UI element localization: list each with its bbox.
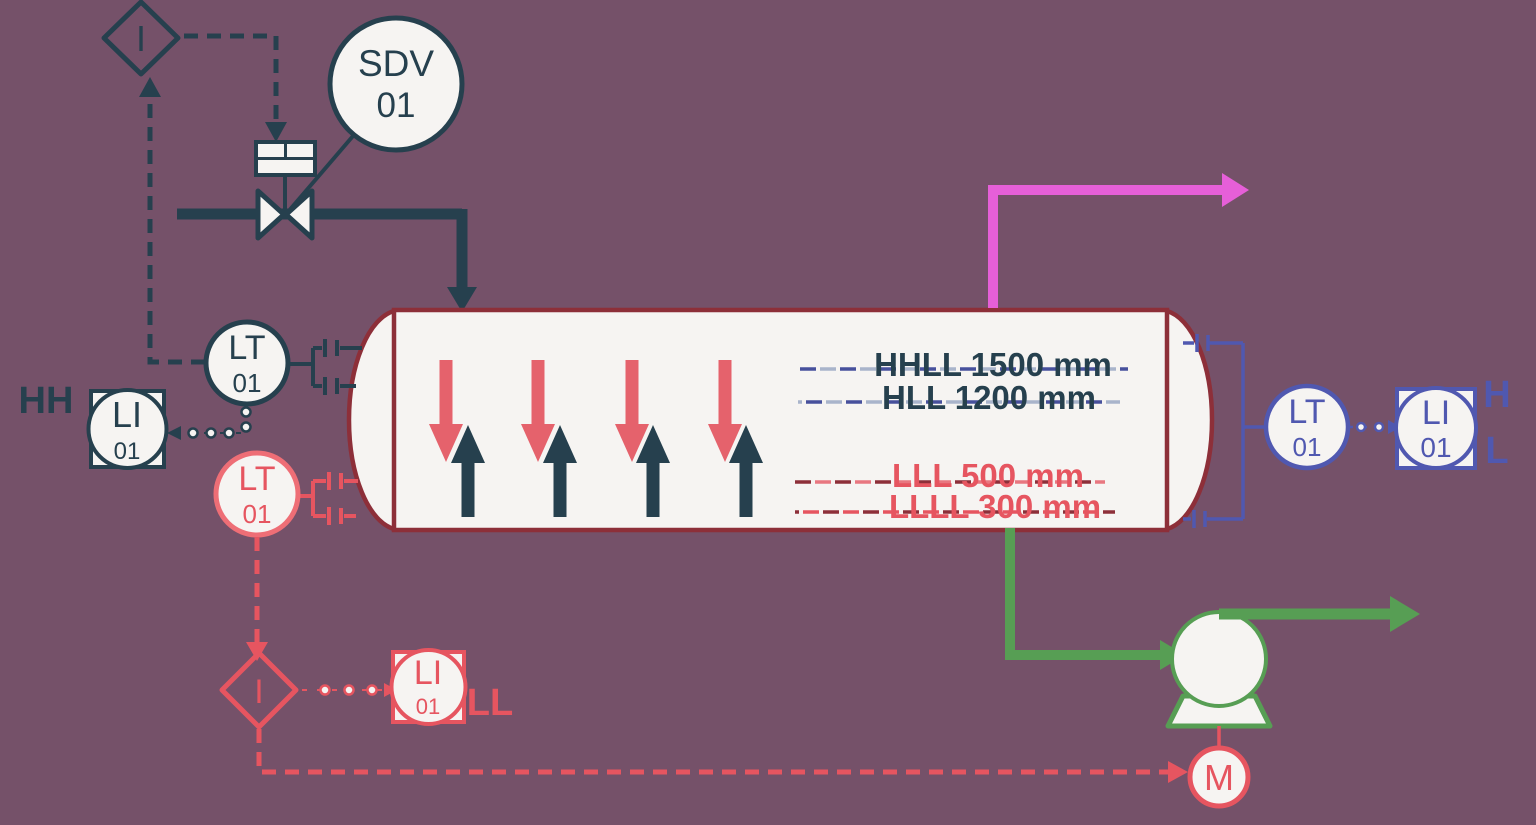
sdv-bubble: SDV 01	[327, 15, 465, 153]
signal-arrow-down-icon	[265, 122, 287, 142]
lt-high-tag: LT	[228, 329, 265, 367]
inlet-pipe-arrow-icon	[447, 287, 477, 312]
li-low-number: 01	[416, 694, 440, 719]
link-arrow-icon	[167, 426, 181, 440]
inlet-pipe	[177, 208, 468, 290]
lt-low-taps	[298, 472, 358, 525]
lt-low-bubble: LT 01	[213, 450, 301, 538]
lt-high-bubble: LT 01	[203, 319, 291, 407]
li-low-tag: LI	[414, 654, 442, 692]
pump-discharge-arrow-icon	[1390, 596, 1420, 632]
alarm-ll-label: LL	[467, 682, 513, 724]
signal-diamond-to-actuator	[184, 33, 279, 122]
vapour-outlet-arrow-icon	[1222, 173, 1249, 207]
lt-right-number: 01	[1293, 432, 1322, 462]
alarm-hh-label: HH	[19, 380, 74, 422]
link-interlock-to-li-low	[302, 683, 397, 697]
pump-icon	[1165, 610, 1273, 729]
vessel-left-cap	[346, 308, 395, 532]
level-label-lll: LLL 500 mm	[892, 457, 1084, 494]
interlock-high-signals	[147, 33, 279, 365]
vessel-body	[391, 307, 1170, 533]
lt-right-taps	[1183, 334, 1266, 528]
signal-lt-to-diamond	[147, 96, 205, 365]
li-high-number: 01	[114, 438, 141, 465]
lt-low-tag: LT	[238, 460, 275, 498]
lt-low-number: 01	[243, 499, 272, 529]
up-arrow-icon	[636, 425, 670, 517]
down-arrow-icon	[521, 360, 555, 462]
down-arrow-icon	[708, 360, 742, 462]
level-label-hhll: HHLL 1500 mm	[874, 346, 1112, 383]
li-right-display: LI 01	[1394, 386, 1478, 470]
level-label-llll: LLLL 300 mm	[889, 488, 1101, 525]
down-arrow-icon	[615, 360, 649, 462]
sdv-tag: SDV	[358, 43, 434, 84]
signal-arrow-up-icon	[139, 77, 161, 97]
up-arrow-icon	[729, 425, 763, 517]
li-low-display: LI 01	[389, 648, 468, 726]
up-arrow-icon	[451, 425, 485, 517]
interlock-low-label: I	[254, 673, 263, 711]
lt-right-bubble: LT 01	[1263, 383, 1351, 471]
link-lt-high-to-li	[167, 406, 252, 440]
li-high-display: LI 01	[86, 388, 169, 470]
vapour-outlet-line	[988, 185, 1222, 308]
alarm-l-label: L	[1485, 430, 1508, 472]
lt-high-number: 01	[233, 368, 262, 398]
level-label-hll: HLL 1200 mm	[882, 379, 1096, 416]
li-high-tag: LI	[112, 394, 142, 435]
lt-high-taps	[288, 339, 362, 395]
vessel-downflow-arrows	[429, 360, 742, 462]
alarm-h-label: H	[1483, 374, 1510, 416]
sdv-number: 01	[377, 86, 416, 125]
up-arrow-icon	[543, 425, 577, 517]
level-lines	[795, 367, 1128, 514]
li-right-tag: LI	[1422, 394, 1450, 432]
sdv-leader-line	[285, 134, 355, 215]
shutdown-valve-icon	[254, 140, 317, 241]
interlock-low-signals	[254, 537, 1168, 775]
vessel	[346, 307, 1215, 533]
link-lt-right-to-li	[1349, 420, 1401, 434]
down-arrow-icon	[429, 360, 463, 462]
li-right-number: 01	[1420, 432, 1451, 463]
signal-diamond-to-motor	[256, 729, 1168, 775]
vessel-upflow-arrows	[451, 425, 763, 517]
pump-casing	[1170, 610, 1268, 708]
vessel-right-cap	[1166, 308, 1215, 532]
interlock-high-diamond: I	[101, 0, 181, 77]
signal-arrow-right-icon	[1168, 761, 1188, 783]
motor-bubble: M	[1187, 745, 1251, 809]
interlock-high-label: I	[136, 18, 146, 59]
motor-label: M	[1204, 757, 1234, 798]
interlock-low-diamond: I	[219, 650, 299, 730]
lt-right-tag: LT	[1288, 393, 1325, 431]
liquid-outlet-line	[1005, 528, 1160, 660]
